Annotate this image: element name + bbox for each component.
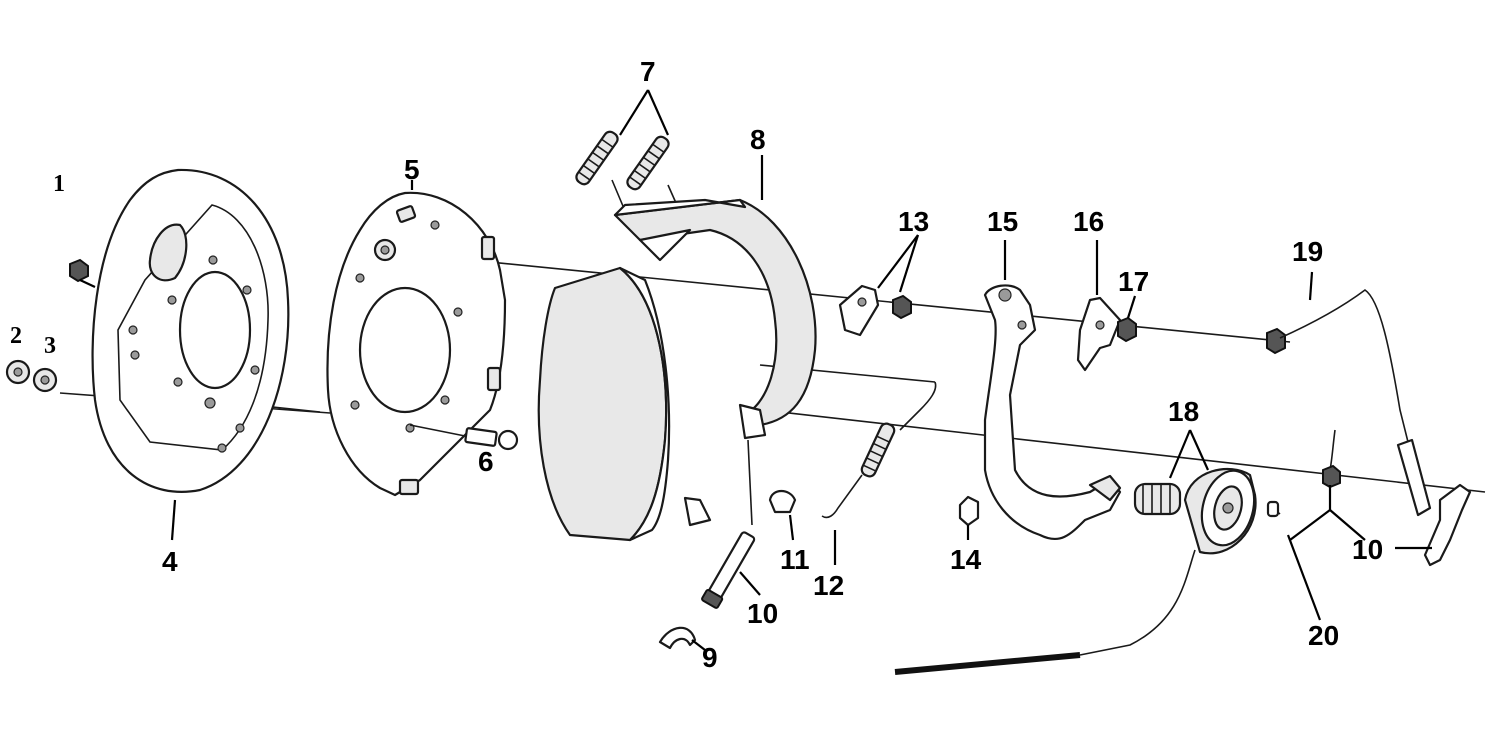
callout-6: 6	[478, 446, 494, 477]
callout-14: 14	[950, 544, 982, 575]
callout-7: 7	[640, 56, 656, 87]
part-16-bracket	[1076, 240, 1122, 372]
callout-11: 11	[780, 544, 810, 575]
callout-1: 1	[53, 171, 65, 197]
callout-2: 2	[10, 323, 22, 349]
part-9-clip	[658, 626, 706, 651]
part-20-pin	[1266, 500, 1331, 621]
part-2-nut	[5, 359, 31, 385]
part-12-spring	[821, 381, 937, 565]
part-14-nut	[958, 495, 980, 540]
callout-9: 9	[702, 642, 718, 673]
part-6-bolt	[409, 424, 519, 451]
callout-3: 3	[44, 333, 56, 359]
callout-10-right: 10	[1352, 534, 1384, 565]
callout-16: 16	[1073, 206, 1105, 237]
part-5-adapter-plate	[326, 180, 507, 497]
callout-4: 4	[162, 546, 178, 577]
part-11-clip	[768, 489, 797, 541]
part-13-bracket-and-nut	[838, 234, 920, 337]
part-10-lever-right	[1322, 429, 1472, 567]
callout-19: 19	[1292, 236, 1324, 267]
callout-8: 8	[750, 124, 766, 155]
part-10-pin-left	[701, 439, 761, 609]
callout-13: 13	[898, 206, 930, 237]
part-3-washer	[32, 367, 58, 393]
part-19-cable-link	[1266, 271, 1432, 517]
part-8-brake-shoes	[537, 155, 817, 542]
callout-17: 17	[1118, 266, 1150, 297]
callout-10-left: 10	[747, 598, 779, 629]
part-18-magnet	[1183, 467, 1257, 555]
part-4-backing-plate	[91, 168, 290, 541]
callout-12: 12	[813, 570, 845, 601]
part-15-lever	[983, 240, 1122, 541]
part-1-nut	[69, 258, 96, 288]
callout-15: 15	[987, 206, 1019, 237]
part-17-nut	[1117, 295, 1137, 343]
part-18-spring	[1133, 482, 1182, 516]
callout-20: 20	[1308, 620, 1340, 651]
part-7-return-springs	[575, 89, 689, 231]
callout-5: 5	[404, 154, 420, 185]
callout-18: 18	[1168, 396, 1200, 427]
part-18-magnet-and-spring	[894, 429, 1257, 675]
